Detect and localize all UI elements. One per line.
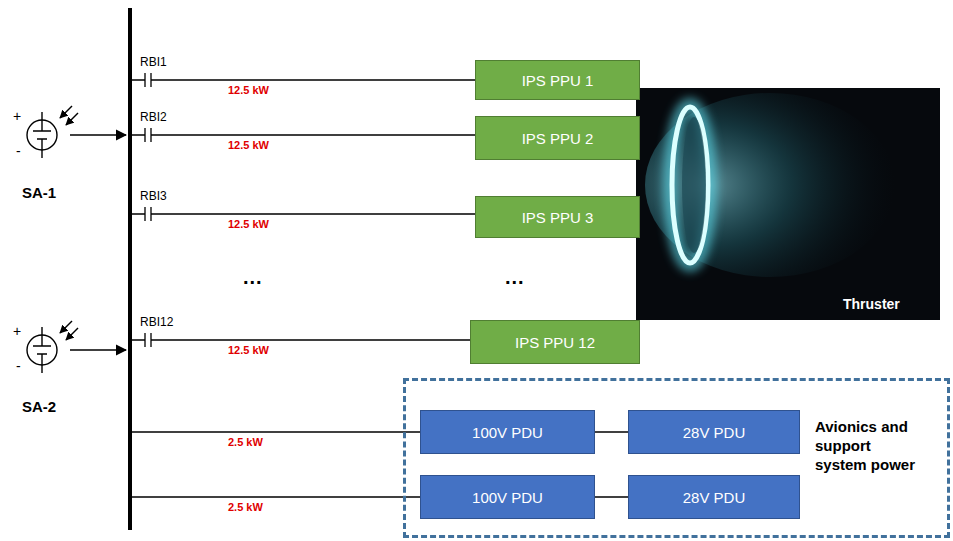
array-feed-arrow <box>70 134 126 135</box>
avionics-region: Avionics and support system power 100V PD… <box>403 378 950 538</box>
pdu-box: 28V PDU <box>628 475 800 519</box>
box-label: 100V PDU <box>472 424 543 441</box>
feeder-wire <box>132 128 475 142</box>
light-arrow <box>66 328 78 340</box>
switch-name: RBI12 <box>140 316 173 330</box>
feeder-wire <box>132 431 420 432</box>
power-rating: 12.5 kW <box>228 84 269 97</box>
power-bus <box>128 8 132 530</box>
ppu-box: IPS PPU 3 <box>475 196 640 238</box>
solar-cell-symbol <box>27 106 126 158</box>
ppu-box: IPS PPU 1 <box>475 60 640 100</box>
box-label: IPS PPU 2 <box>522 130 594 147</box>
box-label: IPS PPU 12 <box>515 334 595 351</box>
box-label: IPS PPU 3 <box>522 209 594 226</box>
power-rating: 2.5 kW <box>228 501 263 514</box>
box-label: 100V PDU <box>472 489 543 506</box>
polarity-mark: + <box>13 323 21 339</box>
solar-cell-plates <box>33 327 51 373</box>
box-label: IPS PPU 1 <box>522 72 594 89</box>
thruster-ring <box>672 107 708 263</box>
thruster-ring-glow <box>670 105 710 265</box>
thruster-background <box>636 88 940 320</box>
switch-name: RBI1 <box>140 56 167 70</box>
thruster-image <box>636 88 940 320</box>
feeder-wire <box>132 207 475 221</box>
ppu-box: IPS PPU 2 <box>475 116 640 160</box>
power-rating: 12.5 kW <box>228 218 269 231</box>
power-rating: 12.5 kW <box>228 344 269 357</box>
pdu-link <box>595 431 628 432</box>
switch-name: RBI3 <box>140 190 167 204</box>
pdu-link <box>595 496 628 497</box>
ppu-box: IPS PPU 12 <box>470 320 640 364</box>
switch-name: RBI2 <box>140 111 167 125</box>
ellipsis-mark: ... <box>505 266 525 289</box>
pdu-box: 28V PDU <box>628 410 800 454</box>
thruster-plume <box>645 93 895 277</box>
feeder-wire <box>132 73 475 87</box>
solar-cell-plates <box>33 112 51 158</box>
power-rating: 12.5 kW <box>228 139 269 152</box>
pdu-box: 100V PDU <box>420 475 595 519</box>
polarity-mark: + <box>13 108 21 124</box>
pdu-box: 100V PDU <box>420 410 595 454</box>
light-arrow <box>66 113 78 125</box>
ellipsis-mark: ... <box>243 266 263 289</box>
box-label: 28V PDU <box>683 489 746 506</box>
box-label: 28V PDU <box>683 424 746 441</box>
polarity-mark: - <box>16 143 21 159</box>
array-name: SA-2 <box>22 398 56 415</box>
array-feed-arrow <box>70 349 126 350</box>
array-name: SA-1 <box>22 184 56 201</box>
power-rating: 2.5 kW <box>228 436 263 449</box>
region-title: Avionics and support system power <box>815 417 919 474</box>
polarity-mark: - <box>16 358 21 374</box>
thruster-grid <box>682 117 706 253</box>
feeder-wire <box>132 333 470 347</box>
light-arrow <box>60 321 72 333</box>
light-arrow <box>60 106 72 118</box>
solar-cell-symbol <box>27 321 126 373</box>
thruster-label: Thruster <box>843 296 900 312</box>
feeder-wire <box>132 496 420 497</box>
